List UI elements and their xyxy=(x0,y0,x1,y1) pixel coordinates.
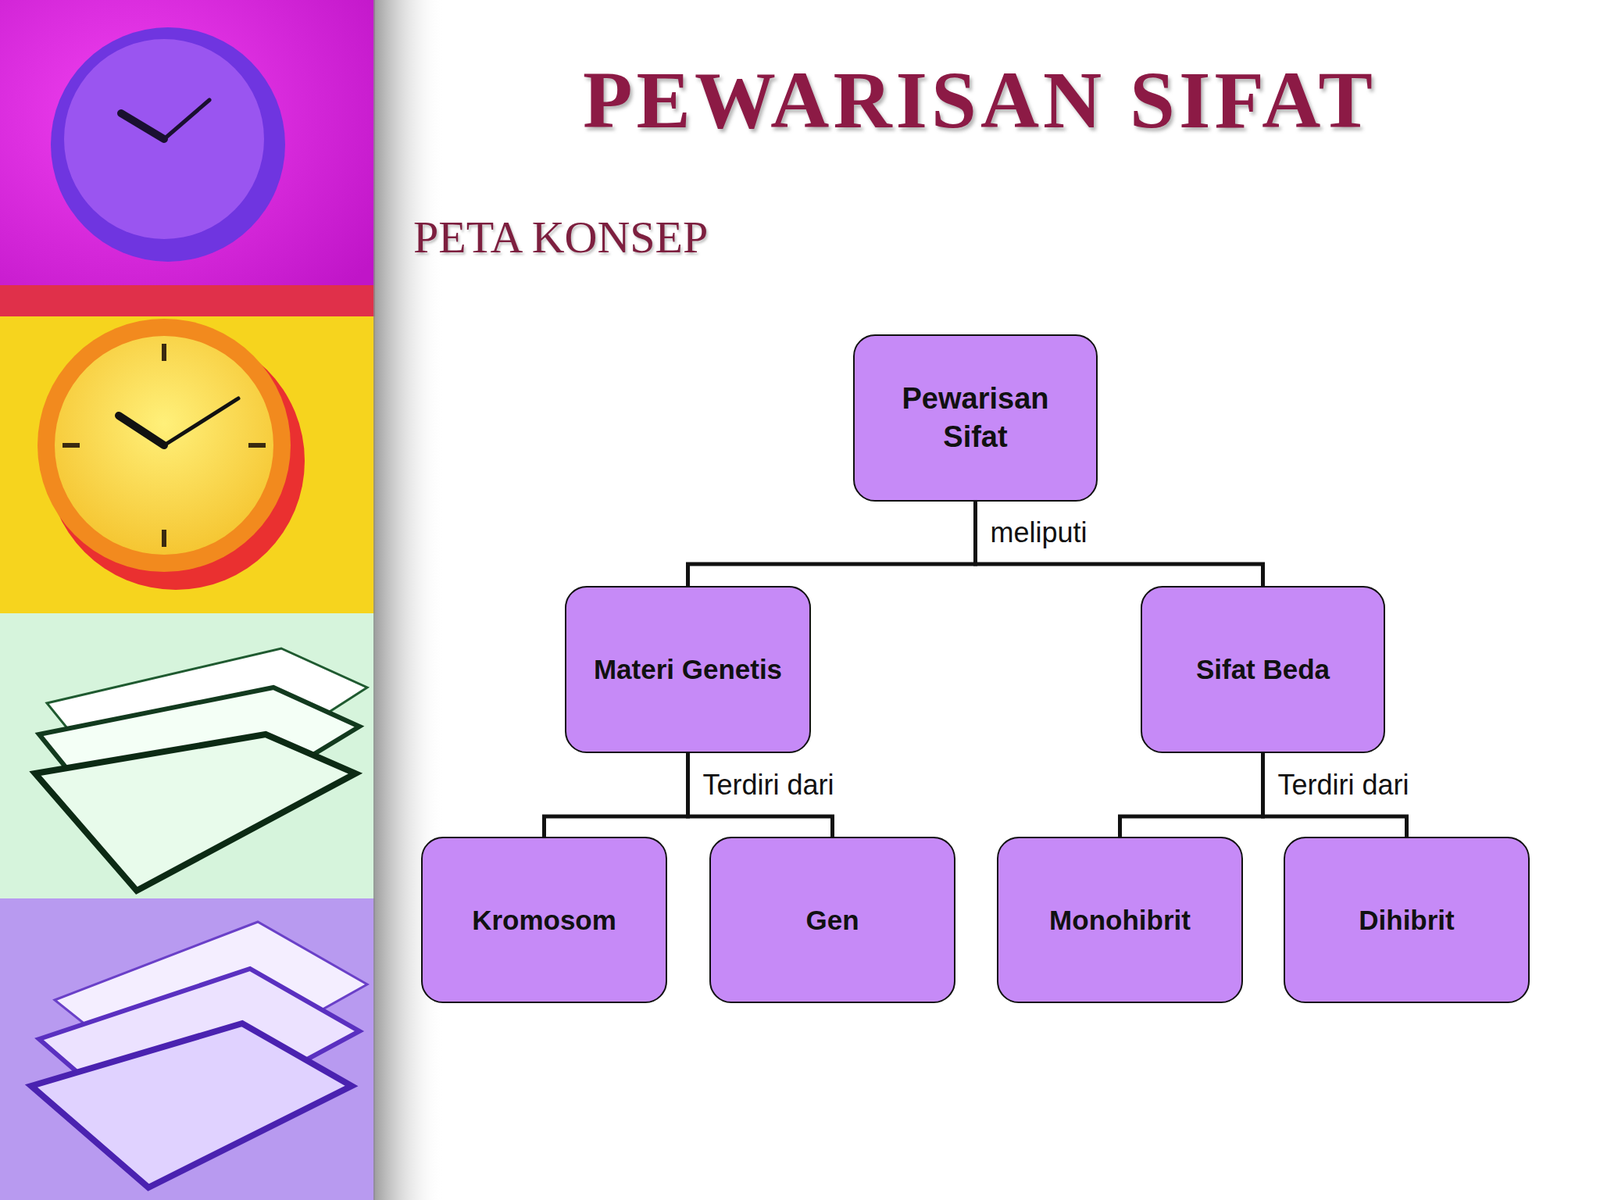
magenta-panel xyxy=(0,0,375,317)
concept-box: Dihibrit xyxy=(1283,836,1530,1004)
clock-face xyxy=(64,39,265,240)
concept-box: Monohibrit xyxy=(996,836,1243,1004)
concept-label: Kromosom xyxy=(471,902,617,939)
concept-label: Monohibrit xyxy=(1049,902,1191,939)
clock-tick xyxy=(248,442,266,448)
concept-label: Pewarisan Sifat xyxy=(885,379,1066,458)
page-title: PEWARISAN SIFAT xyxy=(582,53,1377,147)
concept-label: Dihibrit xyxy=(1358,902,1454,939)
concept-box: Materi Genetis xyxy=(564,585,811,754)
paper-sheet xyxy=(35,734,356,891)
concept-box: Kromosom xyxy=(421,836,668,1004)
connector-label: Terdiri dari xyxy=(700,768,837,801)
concept-label: Sifat Beda xyxy=(1196,651,1330,688)
paper-sheet xyxy=(31,1023,352,1188)
connector-label: meliputi xyxy=(988,516,1090,549)
strip-shadow xyxy=(373,0,444,1200)
clock-tick xyxy=(161,529,167,547)
clock-rim xyxy=(50,27,286,262)
concept-box: Gen xyxy=(709,836,956,1004)
concept-box: Pewarisan Sifat xyxy=(853,334,1098,502)
connector-line xyxy=(544,753,689,837)
green-panel xyxy=(0,613,375,899)
clock-face xyxy=(54,335,274,555)
concept-label: Gen xyxy=(805,902,859,939)
concept-box: Sifat Beda xyxy=(1140,585,1386,754)
clock-rim xyxy=(37,318,291,572)
yellow-panel xyxy=(0,316,375,614)
clock-tick xyxy=(161,343,167,361)
clock-hand xyxy=(164,100,210,140)
connector-label: Terdiri dari xyxy=(1275,768,1412,801)
connector-line xyxy=(975,501,1264,586)
lavender-panel xyxy=(0,898,375,1200)
clock-tick xyxy=(62,442,80,448)
red-band xyxy=(0,285,375,317)
concept-label: Materi Genetis xyxy=(593,651,783,688)
clock-hand xyxy=(118,415,165,446)
connector-line xyxy=(688,501,976,586)
clock-hand xyxy=(121,113,165,140)
connector-line xyxy=(1120,753,1264,837)
clock-hand xyxy=(164,398,239,446)
section-heading: PETA KONSEP xyxy=(413,210,708,264)
